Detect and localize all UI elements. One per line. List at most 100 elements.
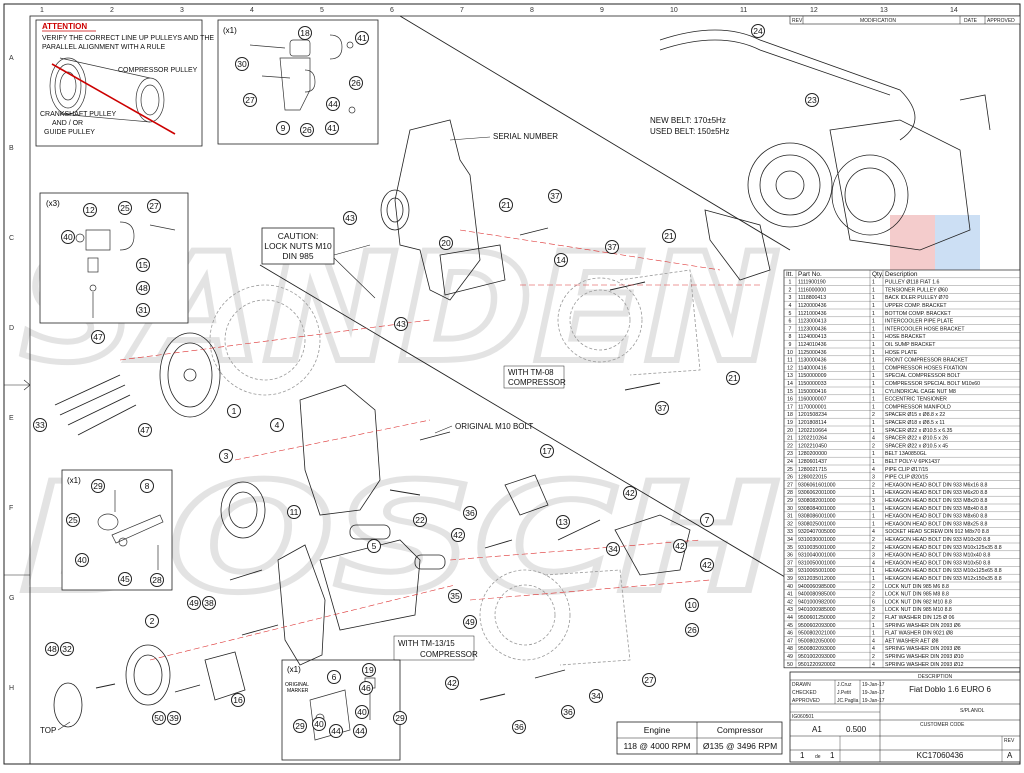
callout-32: 32	[60, 642, 74, 656]
callout-44b: 44	[329, 724, 343, 738]
svg-text:14: 14	[556, 255, 566, 265]
table-cell: 2	[872, 412, 875, 418]
table-cell: SPRING WASHER DIN 2093 Ø10	[885, 654, 964, 660]
callout-30: 30	[235, 57, 249, 71]
table-cell: FRONT COMPRESSOR BRACKET	[885, 358, 968, 364]
table-cell: 20	[787, 428, 793, 434]
table-cell: 27	[787, 482, 793, 488]
table-cell: HEXAGON HEAD BOLT DIN 933 M8x40 8.8	[885, 506, 988, 512]
svg-text:41: 41	[357, 33, 367, 43]
callout-36a: 36	[463, 506, 477, 520]
table-cell: 17	[787, 404, 793, 410]
table-cell: 4	[872, 560, 875, 566]
table-cell: 6	[872, 599, 875, 605]
callout-37b: 37	[605, 240, 619, 254]
original-marker-label-2: MARKER	[287, 688, 309, 694]
callout-42b: 42	[673, 539, 687, 553]
table-cell: 15	[787, 389, 793, 395]
svg-text:26: 26	[687, 625, 697, 635]
table-cell: 2	[872, 615, 875, 621]
table-cell: 5	[789, 311, 792, 317]
table-cell: 9310050001000	[798, 560, 836, 566]
table-cell: AET WASHER AET Ø8	[885, 638, 939, 644]
callout-45: 45	[118, 572, 132, 586]
table-cell: 33	[787, 529, 793, 535]
callout-42e: 42	[445, 676, 459, 690]
attention-line2: PARALLEL ALIGNMENT WITH A RULE	[42, 44, 166, 51]
svg-text:42: 42	[702, 560, 712, 570]
original-m10-label: ORIGINAL M10 BOLT	[455, 422, 533, 431]
svg-text:C: C	[9, 235, 14, 242]
svg-text:26: 26	[302, 125, 312, 135]
table-cell: HEXAGON HEAD BOLT DIN 933 M8x25 8.8	[885, 521, 988, 527]
table-cell: HEXAGON HEAD BOLT DIN 933 M10x125x65 8.8	[885, 568, 1002, 574]
drawing-number: KC17060436	[917, 751, 964, 760]
callout-33: 33	[33, 418, 47, 432]
callout-29b: 29	[393, 711, 407, 725]
svg-text:43: 43	[396, 319, 406, 329]
table-cell: 3	[872, 498, 875, 504]
svg-text:JC.Paglia: JC.Paglia	[837, 698, 859, 704]
svg-text:2: 2	[110, 7, 114, 14]
svg-text:50: 50	[154, 713, 164, 723]
callout-27b: 27	[147, 199, 161, 213]
compressor-header: Compressor	[717, 725, 763, 735]
svg-text:D: D	[9, 325, 14, 332]
table-cell: 21	[787, 436, 793, 442]
table-cell: 1125000436	[798, 350, 827, 356]
table-cell: 9500802050000	[798, 638, 836, 644]
table-cell: OIL SUMP BRACKET	[885, 342, 936, 348]
svg-text:APPROVED: APPROVED	[987, 18, 1015, 24]
table-cell: 9500602093000	[798, 623, 836, 629]
svg-text:S/PLANOL: S/PLANOL	[960, 708, 985, 714]
callout-27a: 27	[243, 93, 257, 107]
svg-text:29: 29	[295, 721, 305, 731]
table-cell: 1280601437	[798, 459, 827, 465]
table-cell: 1123000413	[798, 319, 827, 325]
table-cell: 1	[872, 389, 875, 395]
svg-text:MODIFICATION: MODIFICATION	[860, 18, 896, 24]
table-cell: 50	[787, 662, 793, 668]
table-cell: TENSIONER PULLEY Ø60	[885, 287, 948, 293]
section-divider-lower	[259, 264, 791, 581]
table-cell: INTERCOOLER PIPE PLATE	[885, 319, 954, 325]
table-cell: 32	[787, 521, 793, 527]
svg-text:41: 41	[327, 123, 337, 133]
callout-11: 11	[287, 505, 301, 519]
svg-text:DATE: DATE	[964, 18, 978, 24]
detail-box-hose-fixation: (x3)	[39, 192, 189, 324]
table-cell: 1	[872, 311, 875, 317]
drawing-title: Fiat Doblo 1.6 EURO 6	[909, 685, 991, 694]
svg-text:32: 32	[62, 644, 72, 654]
svg-text:37: 37	[607, 242, 617, 252]
table-cell: FLAT WASHER DIN 125 Ø 06	[885, 615, 954, 621]
svg-text:10: 10	[687, 600, 697, 610]
svg-text:24: 24	[753, 26, 763, 36]
top-label: TOP	[40, 726, 56, 735]
callout-40d: 40	[312, 717, 326, 731]
svg-text:7: 7	[460, 7, 464, 14]
table-cell: SOCKET HEAD SCREW DIN 912 M8x70 8.8	[885, 529, 989, 535]
table-cell: 9401000985000	[798, 607, 836, 613]
table-cell: 1	[872, 428, 875, 434]
new-belt-label: NEW BELT: 170±5Hz	[650, 116, 726, 125]
callout-21b: 21	[662, 229, 676, 243]
table-cell: 2	[872, 584, 875, 590]
svg-text:1: 1	[800, 751, 805, 760]
table-cell: 9500601250000	[798, 615, 836, 621]
table-cell: SPACER Ø15 x Ø8.8 x 22	[885, 412, 945, 418]
svg-text:3: 3	[224, 451, 229, 461]
with-tm08-label-1: WITH TM-08	[508, 368, 554, 377]
